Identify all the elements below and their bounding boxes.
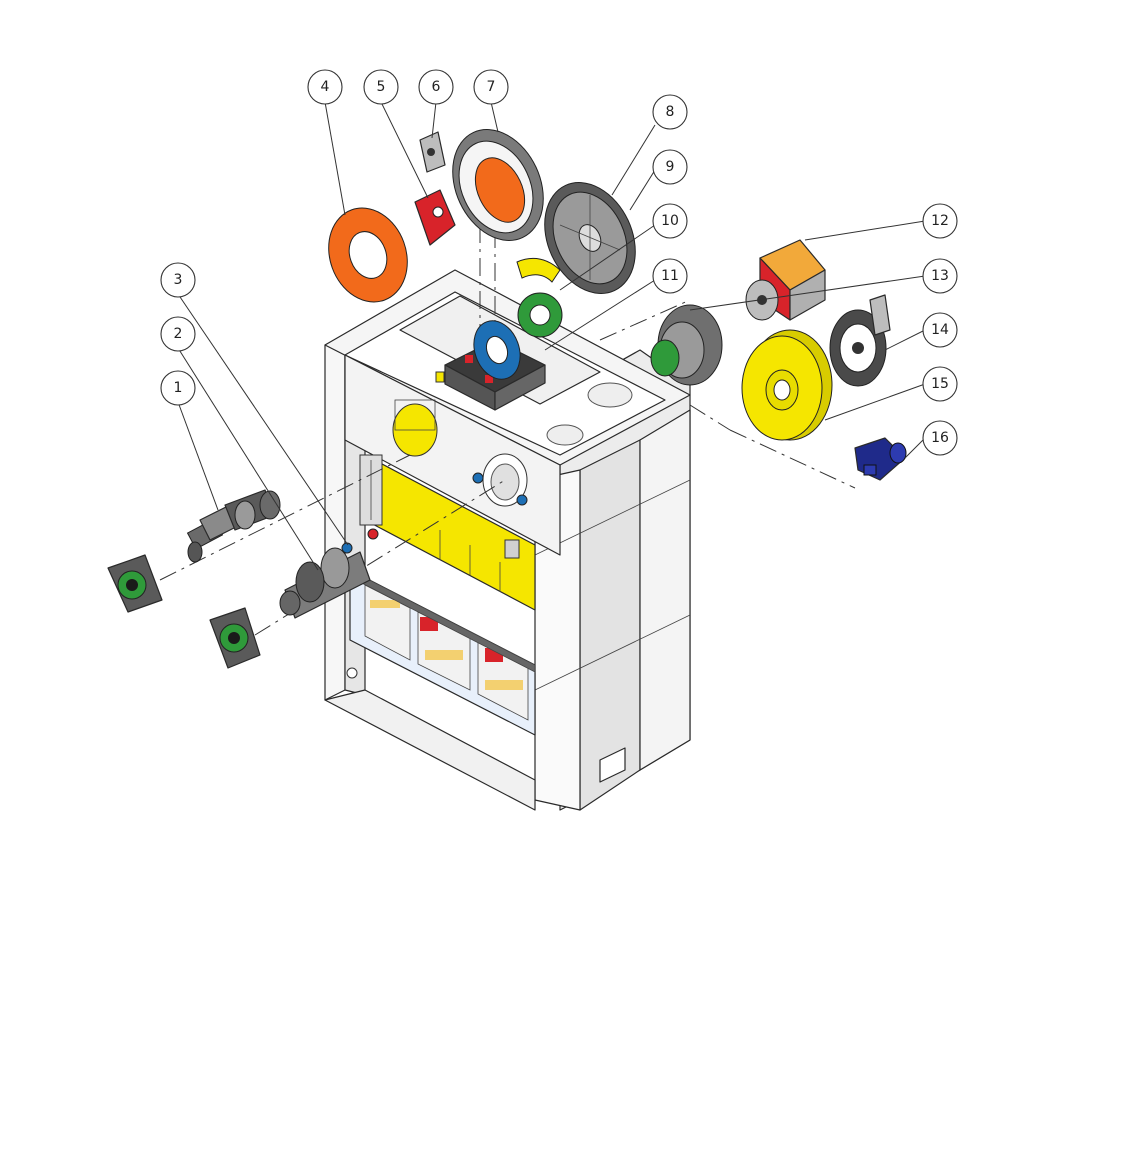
callout-eccentric-shaft: 2 [160, 316, 196, 352]
callout-label: 4 [321, 79, 330, 95]
clamp-block [419, 131, 446, 173]
crankshaft [186, 489, 281, 563]
large-gear-orange [452, 129, 544, 241]
callout-gray-gear-spokes: 9 [652, 149, 688, 185]
callout-label: 9 [666, 159, 675, 175]
gray-gear [544, 182, 636, 294]
callout-gray-gear: 8 [652, 94, 688, 130]
callout-circle [160, 262, 196, 298]
callout-circle [922, 420, 958, 456]
callout-label: 15 [931, 376, 949, 392]
callout-label: 8 [666, 104, 675, 120]
callout-circle [922, 366, 958, 402]
callout-label: 10 [661, 213, 679, 229]
callout-circle [473, 69, 509, 105]
callout-circle [418, 69, 454, 105]
callout-green-pinion: 11 [652, 258, 688, 294]
lower-end-cover [209, 607, 261, 669]
callout-circle [363, 69, 399, 105]
callout-label: 6 [432, 79, 441, 95]
blue-pump [854, 437, 907, 481]
motor [745, 239, 826, 321]
callout-circle [652, 258, 688, 294]
orange-flange [328, 207, 408, 303]
callout-circle [922, 203, 958, 239]
clutch-brake [650, 304, 723, 386]
callout-yellow-bearing-shell: 10 [652, 203, 688, 239]
leader-lines [177, 101, 926, 571]
callout-yellow-flywheel: 15 [922, 366, 958, 402]
callout-crankshaft: 1 [160, 370, 196, 406]
callout-circle [652, 149, 688, 185]
callout-large-gear-orange: 7 [473, 69, 509, 105]
callout-motor: 12 [922, 203, 958, 239]
yellow-bearing-shell [516, 257, 561, 283]
callout-label: 11 [661, 268, 679, 284]
callout-clutch-brake: 13 [922, 258, 958, 294]
yellow-flywheel [741, 329, 833, 441]
callout-circle [652, 203, 688, 239]
callout-label: 2 [174, 326, 183, 342]
callout-bolt: 3 [160, 262, 196, 298]
callout-red-connecting-rod: 5 [363, 69, 399, 105]
callout-label: 14 [931, 322, 949, 338]
callout-label: 3 [174, 272, 183, 288]
callout-label: 5 [377, 79, 386, 95]
brake-disc [829, 294, 891, 387]
callout-blue-pump: 16 [922, 420, 958, 456]
blue-plate [473, 320, 521, 380]
callout-circle [307, 69, 343, 105]
callout-label: 16 [931, 430, 949, 446]
red-connecting-rod [414, 189, 456, 246]
callout-label: 7 [487, 79, 496, 95]
callout-circle [922, 258, 958, 294]
callout-circle [652, 94, 688, 130]
callout-label: 1 [174, 380, 183, 396]
callout-clamp-block: 6 [418, 69, 454, 105]
callout-circle [160, 316, 196, 352]
callout-label: 12 [931, 213, 949, 229]
callout-orange-flange: 4 [307, 69, 343, 105]
left-end-cover [107, 554, 163, 613]
callout-label: 13 [931, 268, 949, 284]
callout-brake-disc: 14 [922, 312, 958, 348]
eccentric-shaft [279, 547, 371, 619]
callout-circle [922, 312, 958, 348]
green-pinion [517, 292, 563, 338]
callout-circle [160, 370, 196, 406]
